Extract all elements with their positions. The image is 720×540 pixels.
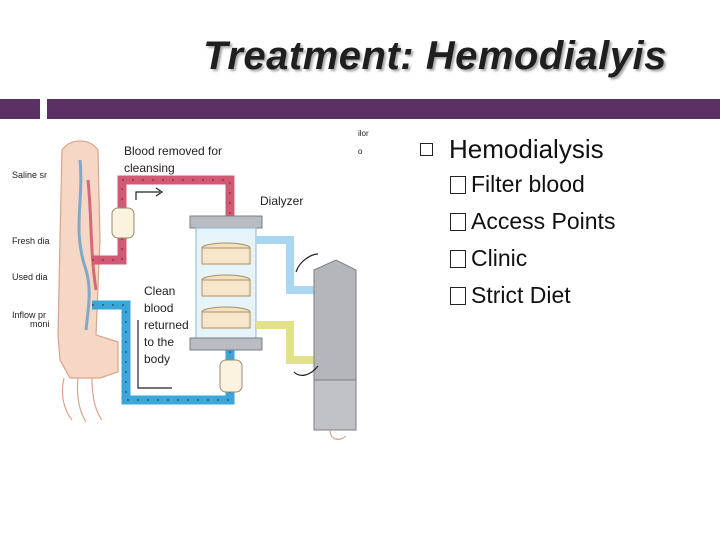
sub-bullet-text: Strict Diet [471,282,571,308]
label-fresh-dialysate: Fresh dia [12,236,50,246]
label-blood-removed-line1: Blood removed for [124,144,222,158]
label-clean-blood-1: Clean [144,284,175,298]
label-clean-blood-2: blood [144,301,173,315]
hemodialysis-illustration: Blood removed for cleansing Dialyzer Cle… [12,129,369,440]
sub-bullet: Clinic [450,240,710,277]
label-blood-removed-line2: cleansing [124,161,175,175]
dialyzer-cap-top [189,215,263,229]
accent-bar-left [0,99,40,119]
saline-bag [111,207,135,239]
label-saline: Saline sr [12,170,47,180]
sub-bullet: Strict Diet [450,277,710,314]
arm-illustration [57,140,119,379]
label-inflow-2: moni [30,319,50,329]
accent-bar-gap [40,99,47,119]
label-clean-blood-3: returned [144,318,189,332]
sub-bullet: Filter blood [450,166,710,203]
square-sub-bullet-icon [450,286,466,305]
square-bullet-icon [420,142,433,156]
sub-bullet-text: Filter blood [471,171,585,197]
label-dialyzer: Dialyzer [260,194,303,208]
square-sub-bullet-icon [450,212,466,231]
vein-line [77,159,91,331]
label-clean-blood-5: body [144,352,170,366]
sub-bullet-text: Access Points [471,208,616,234]
air-trap [219,359,243,393]
fresh-dialysate-tube [256,236,318,294]
accent-bar-right [47,99,720,119]
square-sub-bullet-icon [450,249,466,268]
bullet-list: Hemodialysis Filter blood Access Points … [420,132,710,314]
slide-title: Treatment: Hemodialyis [203,34,667,78]
square-sub-bullet-icon [450,175,466,194]
dialysis-machine [313,259,357,381]
label-top-right-1: ilor [358,129,369,138]
sub-bullet-text: Clinic [471,245,528,271]
label-inflow-1: Inflow pr [12,310,46,320]
label-used-dialysate: Used dia [12,272,48,282]
sub-bullet: Access Points [450,203,710,240]
hemodialysis-diagram: Blood removed for cleansing Dialyzer Cle… [0,120,380,450]
artery-line [86,179,98,291]
bullet-main-text: Hemodialysis [449,133,604,164]
label-top-right-2: o [358,147,363,156]
label-clean-blood-4: to the [144,335,174,349]
bullet-main: Hemodialysis [420,132,710,166]
used-dialysate-tube [256,321,318,364]
dialyzer-cap-bottom [189,337,263,351]
